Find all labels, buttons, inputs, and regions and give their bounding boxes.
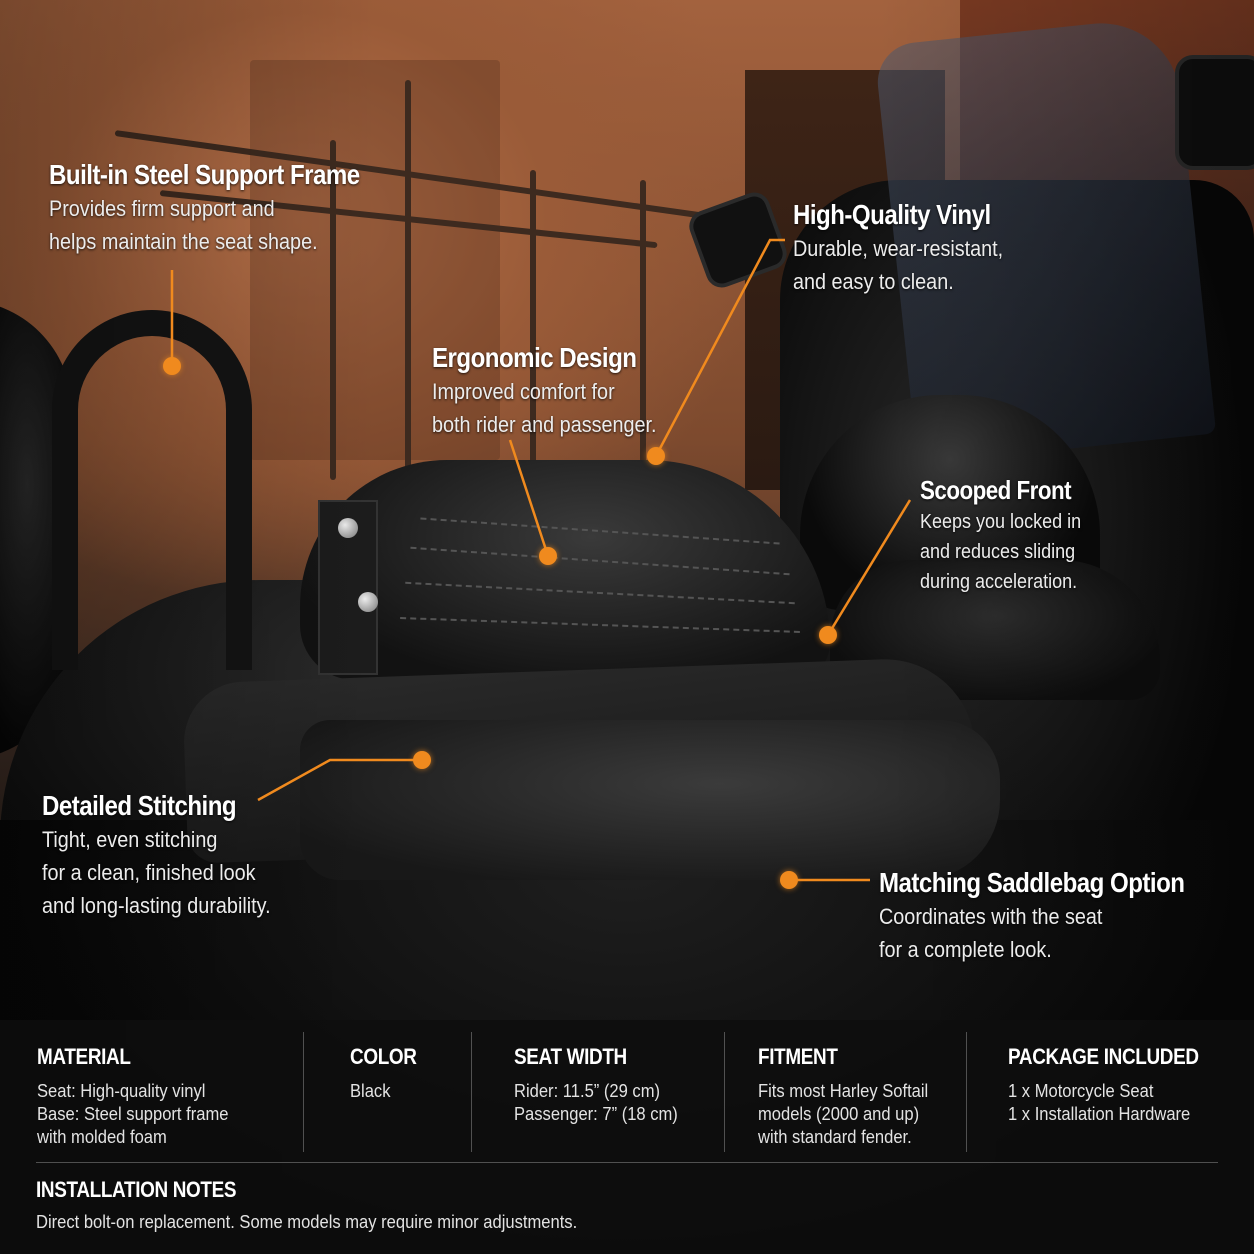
callout-scooped: Scooped Front Keeps you locked in and re… bbox=[920, 473, 1099, 597]
spec-line: 1 x Installation Hardware bbox=[1008, 1104, 1191, 1124]
trellis-post bbox=[530, 170, 536, 470]
spec-label: COLOR bbox=[350, 1044, 417, 1069]
callout-saddlebag: Matching Saddlebag Option Coordinates wi… bbox=[879, 866, 1234, 966]
hotspot-saddlebag bbox=[780, 871, 798, 889]
spec-line: Direct bolt-on replacement. Some models … bbox=[36, 1212, 578, 1232]
spec-line: with molded foam bbox=[37, 1127, 167, 1147]
spec-label: PACKAGE INCLUDED bbox=[1008, 1044, 1199, 1069]
trellis-post bbox=[640, 180, 646, 470]
callout-steel-frame: Built-in Steel Support Frame Provides fi… bbox=[49, 158, 410, 258]
mount-bracket bbox=[318, 500, 378, 675]
callout-title: High-Quality Vinyl bbox=[793, 199, 991, 230]
callout-stitching: Detailed Stitching Tight, even stitching… bbox=[42, 789, 296, 922]
callout-desc: Provides firm support and helps maintain… bbox=[49, 196, 318, 254]
spec-installation: INSTALLATION NOTES Direct bolt-on replac… bbox=[36, 1175, 624, 1235]
spec-line: with standard fender. bbox=[758, 1127, 912, 1147]
spec-color: COLOR Black bbox=[350, 1042, 427, 1103]
bolt-icon bbox=[338, 518, 358, 538]
trellis-post bbox=[405, 80, 411, 500]
callout-desc: Improved comfort for both rider and pass… bbox=[432, 379, 657, 437]
spec-line: 1 x Motorcycle Seat bbox=[1008, 1081, 1154, 1101]
hotspot-steel-frame bbox=[163, 357, 181, 375]
column-divider bbox=[303, 1032, 304, 1152]
callout-title: Matching Saddlebag Option bbox=[879, 867, 1185, 898]
callout-desc: Coordinates with the seat for a complete… bbox=[879, 904, 1103, 962]
callout-ergonomic: Ergonomic Design Improved comfort for bo… bbox=[432, 341, 682, 441]
trellis-post bbox=[330, 140, 336, 480]
spec-label: SEAT WIDTH bbox=[514, 1044, 627, 1069]
spec-line: Seat: High-quality vinyl bbox=[37, 1081, 206, 1101]
callout-desc: Keeps you locked in and reduces sliding … bbox=[920, 511, 1082, 593]
hotspot-scooped bbox=[819, 626, 837, 644]
callout-vinyl: High-Quality Vinyl Durable, wear-resista… bbox=[793, 198, 1027, 298]
spec-seat-width: SEAT WIDTH Rider: 11.5” (29 cm) Passenge… bbox=[514, 1042, 692, 1126]
column-divider bbox=[471, 1032, 472, 1152]
callout-desc: Tight, even stitching for a clean, finis… bbox=[42, 827, 271, 918]
right-mirror bbox=[1175, 55, 1254, 170]
hotspot-vinyl bbox=[647, 447, 665, 465]
spec-panel: MATERIAL Seat: High-quality vinyl Base: … bbox=[0, 1020, 1254, 1254]
spec-fitment: FITMENT Fits most Harley Softail models … bbox=[758, 1042, 943, 1149]
spec-material: MATERIAL Seat: High-quality vinyl Base: … bbox=[37, 1042, 245, 1149]
spec-line: Passenger: 7” (18 cm) bbox=[514, 1104, 678, 1124]
bolt-icon bbox=[358, 592, 378, 612]
callout-title: Built-in Steel Support Frame bbox=[49, 159, 360, 190]
callout-title: Scooped Front bbox=[920, 475, 1072, 505]
spec-line: Rider: 11.5” (29 cm) bbox=[514, 1081, 661, 1101]
row-divider bbox=[36, 1162, 1218, 1163]
spec-label: MATERIAL bbox=[37, 1044, 131, 1069]
column-divider bbox=[724, 1032, 725, 1152]
wall-recess bbox=[250, 60, 500, 460]
column-divider bbox=[966, 1032, 967, 1152]
spec-line: models (2000 and up) bbox=[758, 1104, 920, 1124]
passenger-seat bbox=[300, 460, 830, 680]
hotspot-stitching bbox=[413, 751, 431, 769]
spec-line: Black bbox=[350, 1081, 391, 1101]
spec-line: Base: Steel support frame bbox=[37, 1104, 229, 1124]
hotspot-ergonomic bbox=[539, 547, 557, 565]
spec-label: INSTALLATION NOTES bbox=[36, 1177, 237, 1202]
callout-title: Ergonomic Design bbox=[432, 342, 637, 373]
spec-package: PACKAGE INCLUDED 1 x Motorcycle Seat 1 x… bbox=[1008, 1042, 1230, 1126]
callout-title: Detailed Stitching bbox=[42, 790, 237, 821]
spec-label: FITMENT bbox=[758, 1044, 838, 1069]
spec-line: Fits most Harley Softail bbox=[758, 1081, 929, 1101]
callout-desc: Durable, wear-resistant, and easy to cle… bbox=[793, 236, 1004, 294]
